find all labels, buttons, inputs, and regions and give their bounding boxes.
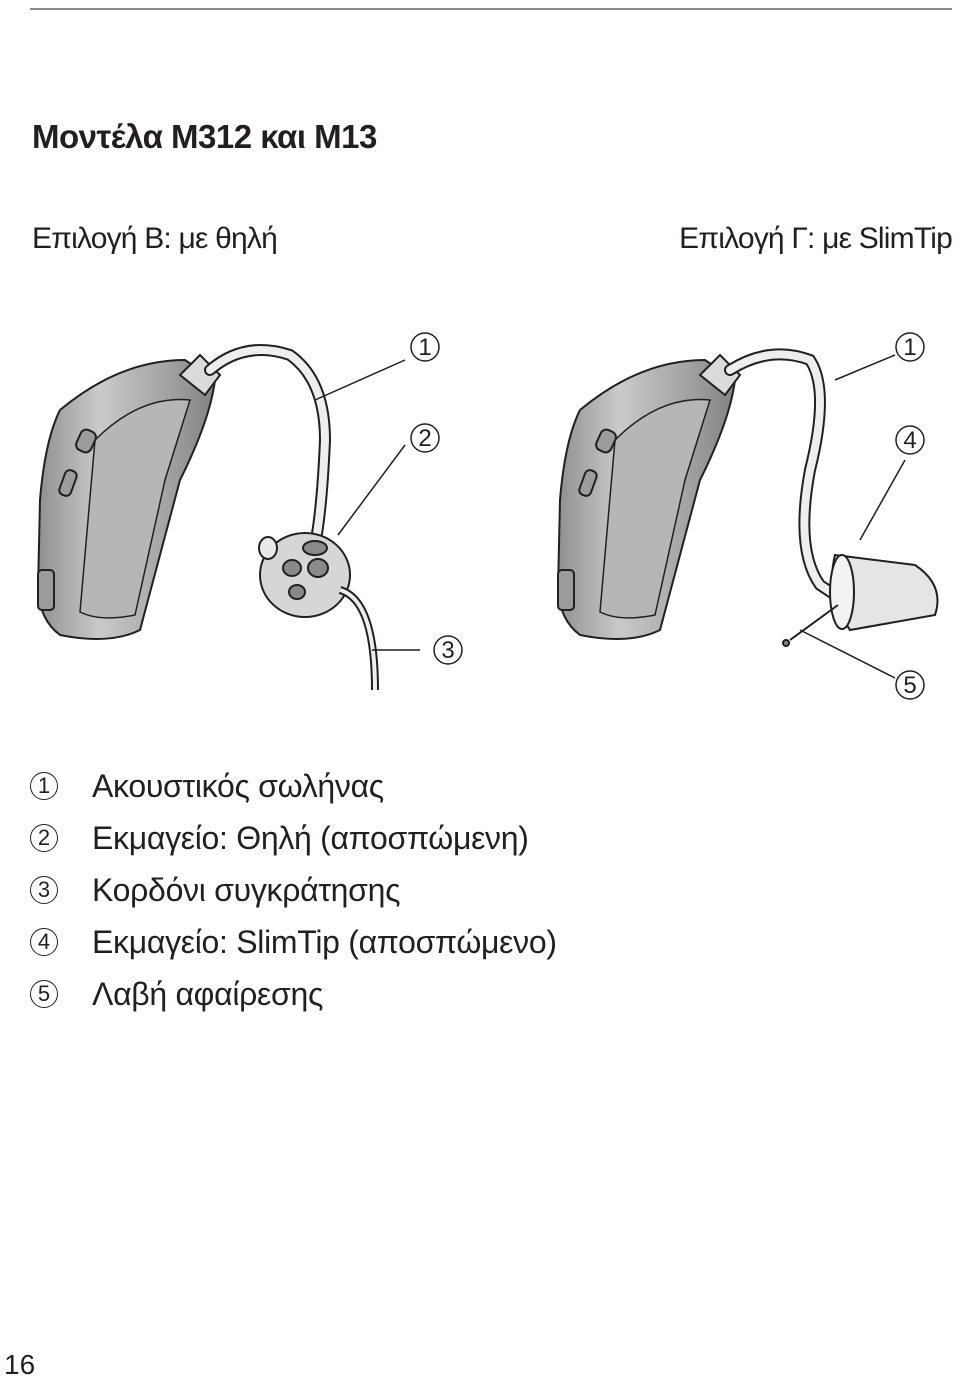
dome-eartip bbox=[258, 532, 351, 618]
left-callout-2: 2 bbox=[418, 425, 431, 452]
option-b-heading: Επιλογή B: με θηλή bbox=[32, 222, 278, 255]
hearing-aid-illustration: 1 2 3 1 4 5 bbox=[36, 332, 939, 700]
slimtip-eartip bbox=[782, 553, 939, 647]
legend-number: 5 bbox=[30, 980, 58, 1008]
legend-number: 4 bbox=[30, 928, 58, 956]
right-callouts bbox=[799, 332, 925, 700]
legend-label: Εκμαγείο: SlimTip (αποσπώμενο) bbox=[92, 923, 557, 960]
legend-label: Λαβή αφαίρεσης bbox=[92, 975, 324, 1012]
right-device bbox=[556, 353, 742, 640]
legend-label: Εκμαγείο: Θηλή (αποσπώμενη) bbox=[92, 819, 529, 856]
left-tube bbox=[204, 344, 332, 551]
legend-label: Ακουστικός σωλήνας bbox=[92, 767, 384, 804]
page-number: 16 bbox=[4, 1349, 36, 1380]
option-c-heading: Επιλογή Γ: με SlimTip bbox=[679, 222, 953, 255]
left-callout-1: 1 bbox=[418, 334, 431, 361]
legend-number: 1 bbox=[30, 772, 58, 800]
legend-item: 3 Κορδόνι συγκράτησης bbox=[30, 864, 557, 916]
legend-item: 2 Εκμαγείο: Θηλή (αποσπώμενη) bbox=[30, 812, 557, 864]
legend-item: 4 Εκμαγείο: SlimTip (αποσπώμενο) bbox=[30, 916, 557, 968]
retention-cord bbox=[338, 586, 379, 691]
right-callout-4: 4 bbox=[903, 427, 916, 454]
left-device bbox=[36, 353, 222, 640]
left-callout-3: 3 bbox=[441, 637, 454, 664]
legend-label: Κορδόνι συγκράτησης bbox=[92, 871, 401, 908]
legend-number: 3 bbox=[30, 876, 58, 904]
legend-number: 2 bbox=[30, 824, 58, 852]
legend-item: 5 Λαβή αφαίρεσης bbox=[30, 968, 557, 1020]
page-title: Μοντέλα M312 και M13 bbox=[32, 118, 377, 155]
right-tube bbox=[724, 348, 841, 601]
top-rule bbox=[30, 8, 952, 10]
parts-legend: 1 Ακουστικός σωλήνας 2 Εκμαγείο: Θηλή (α… bbox=[30, 760, 557, 1020]
legend-item: 1 Ακουστικός σωλήνας bbox=[30, 760, 557, 812]
left-callouts bbox=[314, 332, 463, 665]
right-callout-5: 5 bbox=[903, 672, 916, 699]
right-callout-1: 1 bbox=[903, 334, 916, 361]
